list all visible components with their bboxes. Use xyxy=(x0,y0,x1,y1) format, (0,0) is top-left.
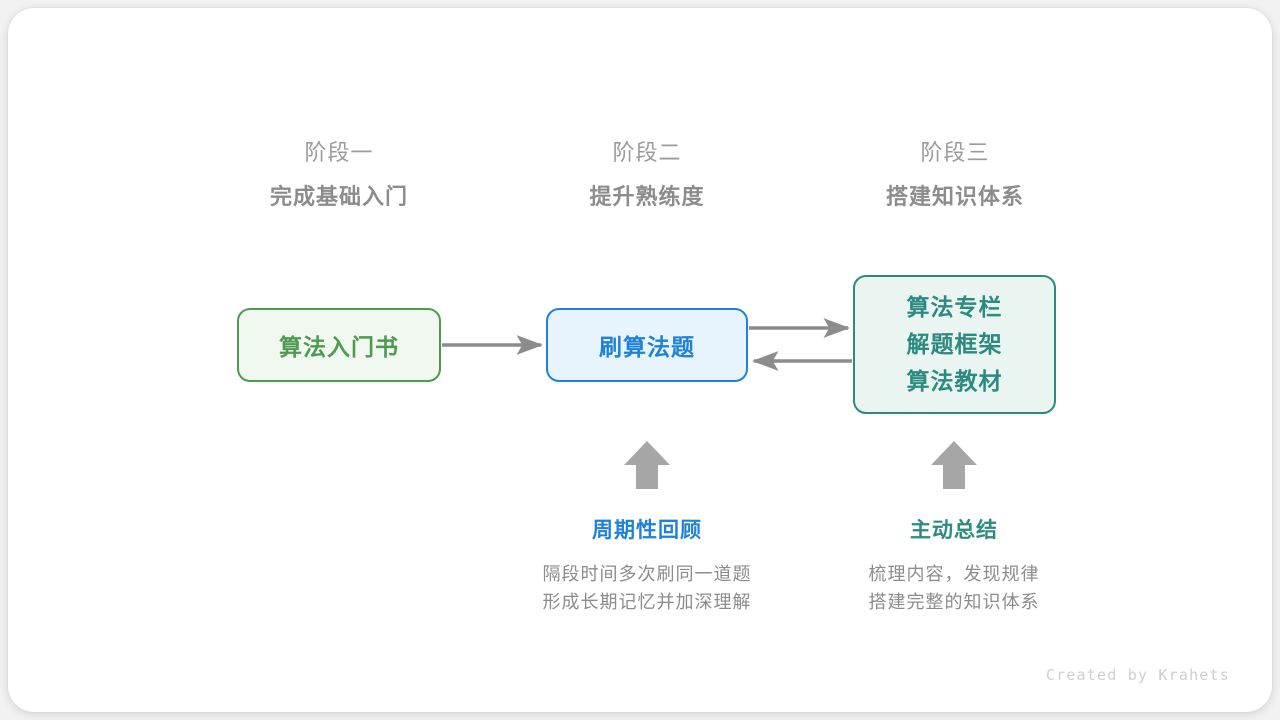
stage-header-3: 阶段三 搭建知识体系 xyxy=(825,138,1085,214)
annotation-active-summary: 主动总结 梳理内容，发现规律 搭建完整的知识体系 xyxy=(794,516,1114,616)
annotation-summary-desc-line-2: 搭建完整的知识体系 xyxy=(868,592,1040,612)
up-arrow-review-icon xyxy=(624,441,670,489)
node-knowledge-resources[interactable]: 算法专栏 解题框架 算法教材 xyxy=(853,275,1056,414)
stage-header-2: 阶段二 提升熟练度 xyxy=(517,138,777,214)
stage-2-phase-label: 阶段二 xyxy=(612,140,682,165)
stage-3-phase-label: 阶段三 xyxy=(920,140,990,165)
annotation-review-desc-line-1: 隔段时间多次刷同一道题 xyxy=(542,564,752,584)
annotation-summary-title: 主动总结 xyxy=(910,519,998,542)
stage-1-phase-label: 阶段一 xyxy=(304,140,374,165)
diagram-card: 阶段一 完成基础入门 阶段二 提升熟练度 阶段三 搭建知识体系 xyxy=(8,8,1272,712)
annotation-review-desc-line-2: 形成长期记忆并加深理解 xyxy=(542,592,752,612)
node-knowledge-line-1: 算法专栏 xyxy=(906,294,1003,320)
node-practice-problems[interactable]: 刷算法题 xyxy=(546,308,748,382)
annotation-review-title: 周期性回顾 xyxy=(592,519,702,542)
credit-footer: Created by Krahets xyxy=(1045,666,1230,684)
annotation-periodic-review: 周期性回顾 隔段时间多次刷同一道题 形成长期记忆并加深理解 xyxy=(487,516,807,616)
stage-3-goal-label: 搭建知识体系 xyxy=(885,184,1024,209)
node-practice-line-1: 刷算法题 xyxy=(599,334,695,360)
stage-2-goal-label: 提升熟练度 xyxy=(589,184,705,209)
stage-header-1: 阶段一 完成基础入门 xyxy=(209,138,469,214)
stage-1-goal-label: 完成基础入门 xyxy=(269,184,408,209)
node-knowledge-line-3: 算法教材 xyxy=(906,368,1003,394)
up-arrow-summary-icon xyxy=(931,441,977,489)
node-book-line-1: 算法入门书 xyxy=(279,334,399,360)
node-knowledge-line-2: 解题框架 xyxy=(906,331,1003,357)
node-algorithm-intro-book[interactable]: 算法入门书 xyxy=(237,308,441,382)
annotation-summary-desc-line-1: 梳理内容，发现规律 xyxy=(868,564,1040,584)
